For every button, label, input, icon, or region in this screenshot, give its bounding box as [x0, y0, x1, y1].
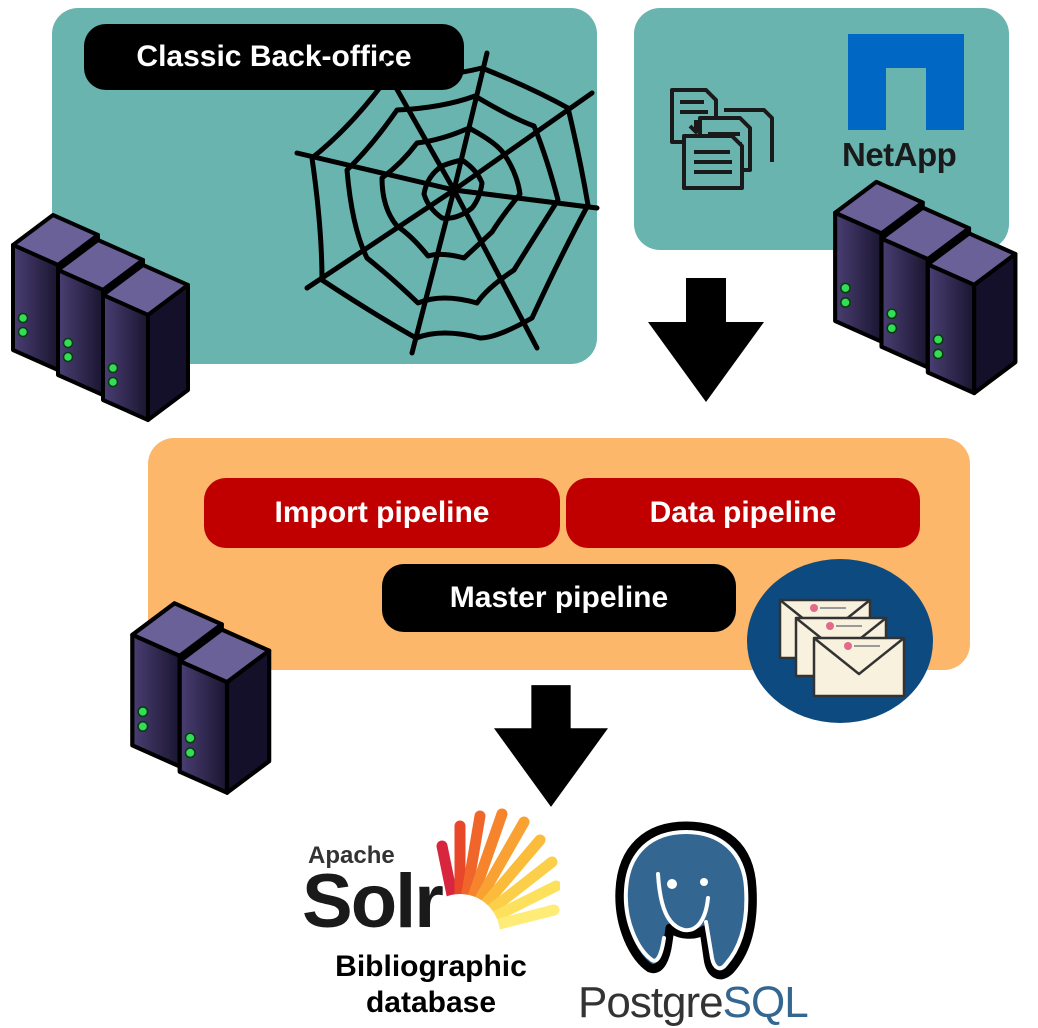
postgres-wordmark-part2: SQL	[722, 978, 809, 1027]
down-arrow-icon	[648, 278, 764, 402]
netapp-brand: NetApp	[842, 136, 957, 173]
master-pipeline-label: Master pipeline	[382, 564, 736, 632]
server-stack-icon	[130, 601, 272, 795]
server-stack-icon	[11, 213, 190, 422]
netapp-logo-icon	[848, 34, 964, 130]
documents-icon	[670, 88, 774, 190]
mail-icon	[747, 559, 933, 723]
spider-web-icon	[294, 50, 600, 356]
server-stack-icon	[833, 179, 1018, 396]
solr-caption-line1: Bibliographic	[335, 950, 527, 983]
postgres-wordmark-part1: Postgre	[578, 978, 724, 1027]
solr-logo-text: Solr	[302, 859, 444, 944]
postgres-wordmark: PostgreSQL	[578, 978, 809, 1028]
import-pipeline-label: Import pipeline	[204, 478, 560, 548]
postgres-elephant-icon	[615, 821, 757, 980]
data-pipeline-label: Data pipeline	[566, 478, 920, 548]
solr-caption-line2: database	[365, 986, 497, 1019]
down-arrow-icon	[494, 685, 608, 807]
solr-apache-text: Apache	[308, 842, 395, 869]
solr-sunburst-icon	[420, 808, 560, 946]
